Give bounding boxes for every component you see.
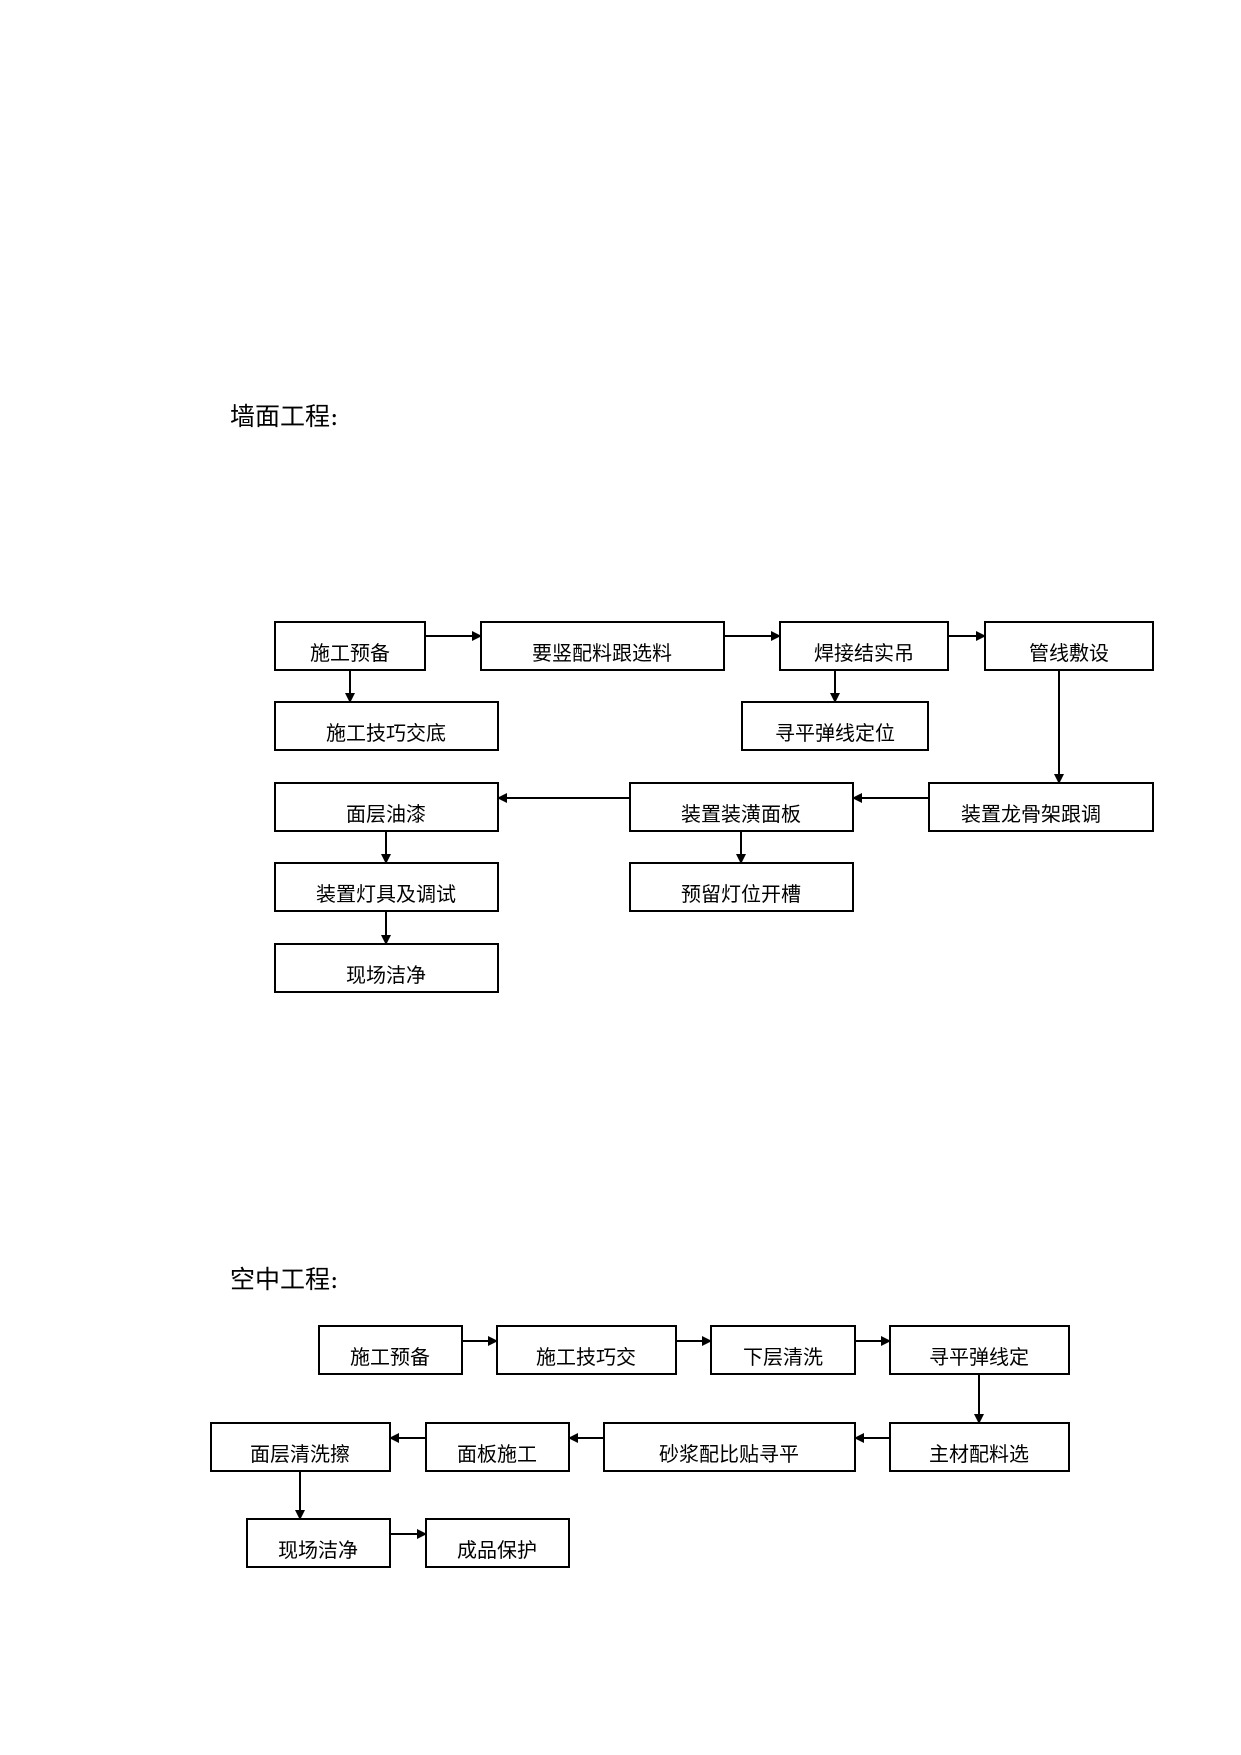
- wall-box-lamp-label: 装置灯具及调试: [316, 882, 456, 906]
- wall-box-material-label: 要竖配料跟选料: [532, 641, 672, 665]
- ceiling-box-protect-label: 成品保护: [457, 1538, 537, 1562]
- wall-box-clean: 现场洁净: [274, 943, 499, 993]
- wall-box-paint: 面层油漆: [274, 782, 499, 832]
- ceiling-box-main-mat: 主材配料选: [889, 1422, 1070, 1472]
- wall-box-keel: 装置龙骨架跟调: [928, 782, 1154, 832]
- ceiling-box-base-label: 下层清洗: [743, 1345, 823, 1369]
- wall-box-clean-label: 现场洁净: [346, 963, 426, 987]
- wall-box-tech-label: 施工技巧交底: [326, 721, 446, 745]
- wall-box-tech: 施工技巧交底: [274, 701, 499, 751]
- wall-box-weld-label: 焊接结实吊: [814, 641, 914, 665]
- ceiling-box-main-mat-label: 主材配料选: [929, 1442, 1029, 1466]
- ceiling-section-heading: 空中工程:: [230, 1265, 339, 1294]
- wall-box-lamp: 装置灯具及调试: [274, 862, 499, 912]
- wall-box-pipe: 管线敷设: [984, 621, 1154, 671]
- wall-box-keel-label: 装置龙骨架跟调: [961, 802, 1101, 826]
- wall-box-weld: 焊接结实吊: [779, 621, 949, 671]
- ceiling-box-surface-clean-label: 面层清洗擦: [250, 1442, 350, 1466]
- ceiling-box-site-clean: 现场洁净: [246, 1518, 391, 1568]
- ceiling-box-surface-clean: 面层清洗擦: [210, 1422, 391, 1472]
- wall-box-prep-label: 施工预备: [310, 641, 390, 665]
- ceiling-box-prep: 施工预备: [318, 1325, 463, 1375]
- wall-box-slot-label: 预留灯位开槽: [681, 882, 801, 906]
- ceiling-box-protect: 成品保护: [425, 1518, 570, 1568]
- ceiling-box-prep-label: 施工预备: [350, 1345, 430, 1369]
- wall-box-level-label: 寻平弹线定位: [775, 721, 895, 745]
- ceiling-box-mortar-label: 砂浆配比贴寻平: [659, 1442, 799, 1466]
- wall-box-slot: 预留灯位开槽: [629, 862, 854, 912]
- ceiling-box-level-label: 寻平弹线定: [929, 1345, 1029, 1369]
- wall-box-prep: 施工预备: [274, 621, 426, 671]
- ceiling-box-facing-label: 面板施工: [457, 1442, 537, 1466]
- wall-box-level: 寻平弹线定位: [741, 701, 929, 751]
- ceiling-box-tech-label: 施工技巧交: [536, 1345, 636, 1369]
- ceiling-box-facing: 面板施工: [425, 1422, 570, 1472]
- wall-section-heading: 墙面工程:: [230, 402, 339, 431]
- wall-box-panel: 装置装潢面板: [629, 782, 854, 832]
- ceiling-box-base: 下层清洗: [710, 1325, 856, 1375]
- ceiling-box-mortar: 砂浆配比贴寻平: [603, 1422, 856, 1472]
- wall-box-material: 要竖配料跟选料: [480, 621, 725, 671]
- ceiling-box-site-clean-label: 现场洁净: [278, 1538, 358, 1562]
- wall-box-panel-label: 装置装潢面板: [681, 802, 801, 826]
- ceiling-box-tech: 施工技巧交: [496, 1325, 677, 1375]
- wall-box-pipe-label: 管线敷设: [1029, 641, 1109, 665]
- wall-box-paint-label: 面层油漆: [346, 802, 426, 826]
- ceiling-box-level: 寻平弹线定: [889, 1325, 1070, 1375]
